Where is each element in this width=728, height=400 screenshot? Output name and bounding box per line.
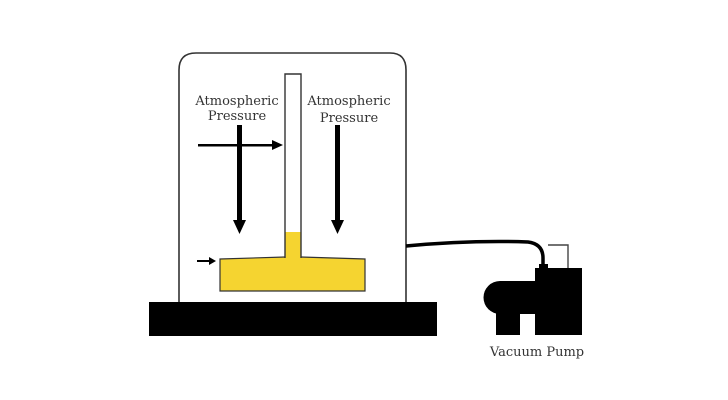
left-pressure-label-1: Atmospheric xyxy=(194,94,278,109)
vacuum-pump-icon xyxy=(483,244,582,335)
left-pressure-label-2: Pressure xyxy=(208,109,267,124)
liquid-dish xyxy=(219,256,366,292)
left-down-arrow-icon xyxy=(233,125,246,234)
vacuum-hose xyxy=(405,239,545,266)
right-pressure-label-2: Pressure xyxy=(320,111,379,126)
horizontal-arrow-icon xyxy=(198,140,283,150)
level-arrow-icon xyxy=(197,257,216,265)
base-platform xyxy=(149,302,437,336)
right-pressure-label-1: Atmospheric xyxy=(306,94,390,109)
glass-tube xyxy=(284,73,302,258)
right-down-arrow-icon xyxy=(331,125,344,234)
bell-jar xyxy=(178,52,407,302)
vacuum-pump-label: Vacuum Pump xyxy=(489,345,584,360)
tube-liquid xyxy=(285,232,301,259)
